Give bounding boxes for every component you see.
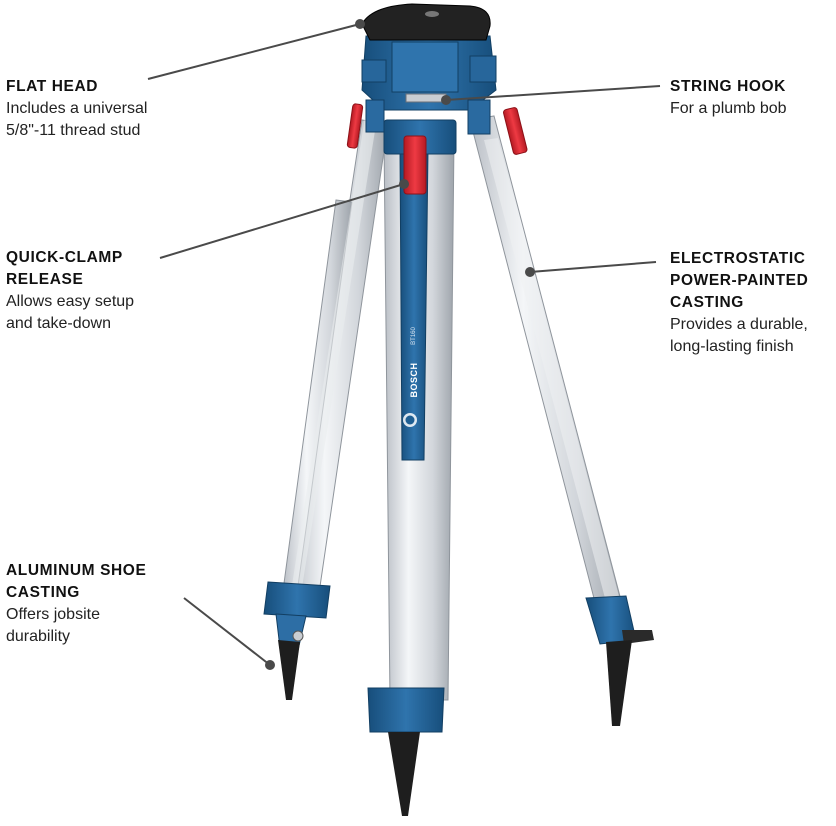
callout-title: CASTING [670,294,744,311]
string-hook [405,93,447,103]
callout-string-hook: STRING HOOK For a plumb bob [670,76,787,120]
callout-desc-line: durability [6,627,71,645]
callout-title: ALUMINUM SHOE [6,562,147,579]
brand-name: BOSCH [409,362,419,397]
callout-title: POWER-PAINTED [670,272,809,289]
left-leg [263,110,389,700]
callout-title: QUICK-CLAMP [6,249,123,266]
callout-flat-head: FLAT HEAD Includes a universal 5/8"-11 t… [6,76,147,141]
left-shoe-casting [263,581,331,619]
callout-title: FLAT HEAD [6,78,99,95]
callout-desc-line: Includes a universal [6,100,148,117]
flat-head-plate [361,3,491,41]
model-number: BT160 [411,327,417,345]
callout-title: STRING HOOK [670,78,786,95]
left-foot [278,640,300,700]
callout-desc-line: and take-down [6,314,111,332]
brand-label-strip [399,149,429,461]
right-foot [606,640,632,726]
right-leg [469,115,654,726]
callout-aluminum-shoe: ALUMINUM SHOE CASTING Offers jobsite dur… [6,560,146,647]
callout-electrostatic: ELECTROSTATIC POWER-PAINTED CASTING Prov… [670,248,808,357]
callout-desc-line: Allows easy setup [6,293,135,310]
callout-quick-clamp: QUICK-CLAMP RELEASE Allows easy setup an… [6,247,134,334]
callout-title: RELEASE [6,271,84,288]
center-foot [388,732,420,816]
callout-desc-line: Offers jobsite [6,606,100,623]
center-leg: BOSCH BT160 [367,139,455,816]
center-shoe-casting [367,687,445,733]
callout-desc-line: long-lasting finish [670,337,794,355]
callout-title: CASTING [6,584,80,601]
callout-desc-line: Provides a durable, [670,316,808,333]
thread-stud [425,11,439,17]
callout-desc-line: 5/8"-11 thread stud [6,121,141,139]
callout-desc-line: For a plumb bob [670,100,787,117]
callout-title: ELECTROSTATIC [670,250,806,267]
quick-clamp-lever [403,135,427,195]
